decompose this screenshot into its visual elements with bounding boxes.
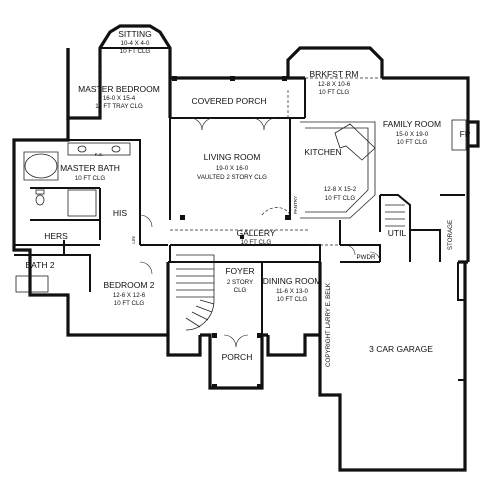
storage-label: STORAGE (447, 220, 454, 250)
foyer-label: FOYER (225, 266, 254, 276)
brkfst-rm-clg: 10 FT CLG (319, 89, 350, 96)
living-room-clg: VAULTED 2 STORY CLG (197, 174, 267, 181)
his-label: HIS (113, 208, 128, 218)
brkfst-rm-label: BRKFST RM (310, 69, 359, 79)
dining-room-dim: 11-6 X 13-0 (276, 288, 308, 295)
bath2-label: BATH 2 (25, 260, 54, 270)
master-bath-clg: 10 FT CLG (75, 175, 106, 182)
garage-label: 3 CAR GARAGE (369, 344, 433, 354)
bedroom2-dim: 12-6 X 12-6 (113, 292, 146, 299)
master-bedroom-label: MASTER BEDROOM (78, 84, 160, 94)
fp-label: FP (460, 129, 471, 139)
kitchen-label: KITCHEN (304, 147, 341, 157)
room-labels: SITTING 10-4 X 4-0 10 FT CLG MASTER BEDR… (25, 29, 470, 362)
master-bath-label: MASTER BATH (60, 163, 120, 173)
kitchen-clg: 10 FT CLG (325, 195, 356, 202)
porch-label: PORCH (222, 352, 253, 362)
foyer-clg1: 2 STORY (227, 279, 253, 286)
family-room-dim: 15-0 X 19-0 (396, 131, 429, 138)
foyer-clg2: CLG (234, 287, 247, 294)
dining-room-clg: 10 FT CLG (277, 296, 308, 303)
doors (139, 117, 381, 348)
sitting-label: SITTING (118, 29, 152, 39)
staircase (176, 254, 215, 331)
util-stairs (385, 204, 405, 227)
pwdr-label: PWDR (357, 254, 376, 261)
sitting-dim: 10-4 X 4-0 (121, 40, 150, 47)
living-room-dim: 19-0 X 16-0 (216, 165, 249, 172)
master-bedroom-clg: 11 FT TRAY CLG (95, 103, 143, 110)
family-room-label: FAMILY ROOM (383, 119, 441, 129)
sitting-clg: 10 FT CLG (120, 48, 151, 55)
gallery-label: GALLERY (236, 228, 275, 238)
pantry-label: PANTRY (293, 196, 298, 214)
living-room-label: LIVING ROOM (204, 152, 261, 162)
lin-label: LIN (131, 236, 136, 243)
gallery-clg: 10 FT CLG (241, 239, 272, 246)
copyright-text: COPYRIGHT LARRY E. BELK (325, 282, 332, 367)
covered-porch-label: COVERED PORCH (191, 96, 266, 106)
kitchen-dim: 12-8 X 15-2 (324, 186, 357, 193)
small-labels: PANTRY LIN K.S. COPYRIGHT LARRY E. BELK (95, 152, 332, 367)
ks-label: K.S. (95, 152, 104, 157)
dashed-lines (99, 48, 382, 246)
util-label: UTIL (388, 228, 407, 238)
interior-walls (13, 78, 465, 335)
family-room-clg: 10 FT CLG (397, 139, 428, 146)
garage-steps (457, 262, 465, 381)
exterior-walls (12, 24, 480, 472)
kitchen-island (334, 123, 376, 161)
hers-label: HERS (44, 231, 68, 241)
bathtub (24, 153, 58, 179)
dining-room-label: DINING ROOM (263, 276, 322, 286)
brkfst-rm-dim: 12-8 X 10-6 (318, 81, 351, 88)
bedroom2-label: BEDROOM 2 (103, 280, 154, 290)
bedroom2-clg: 10 FT CLG (114, 300, 145, 307)
master-bedroom-dim: 16-0 X 15-4 (103, 95, 136, 102)
fixtures (15, 76, 467, 389)
